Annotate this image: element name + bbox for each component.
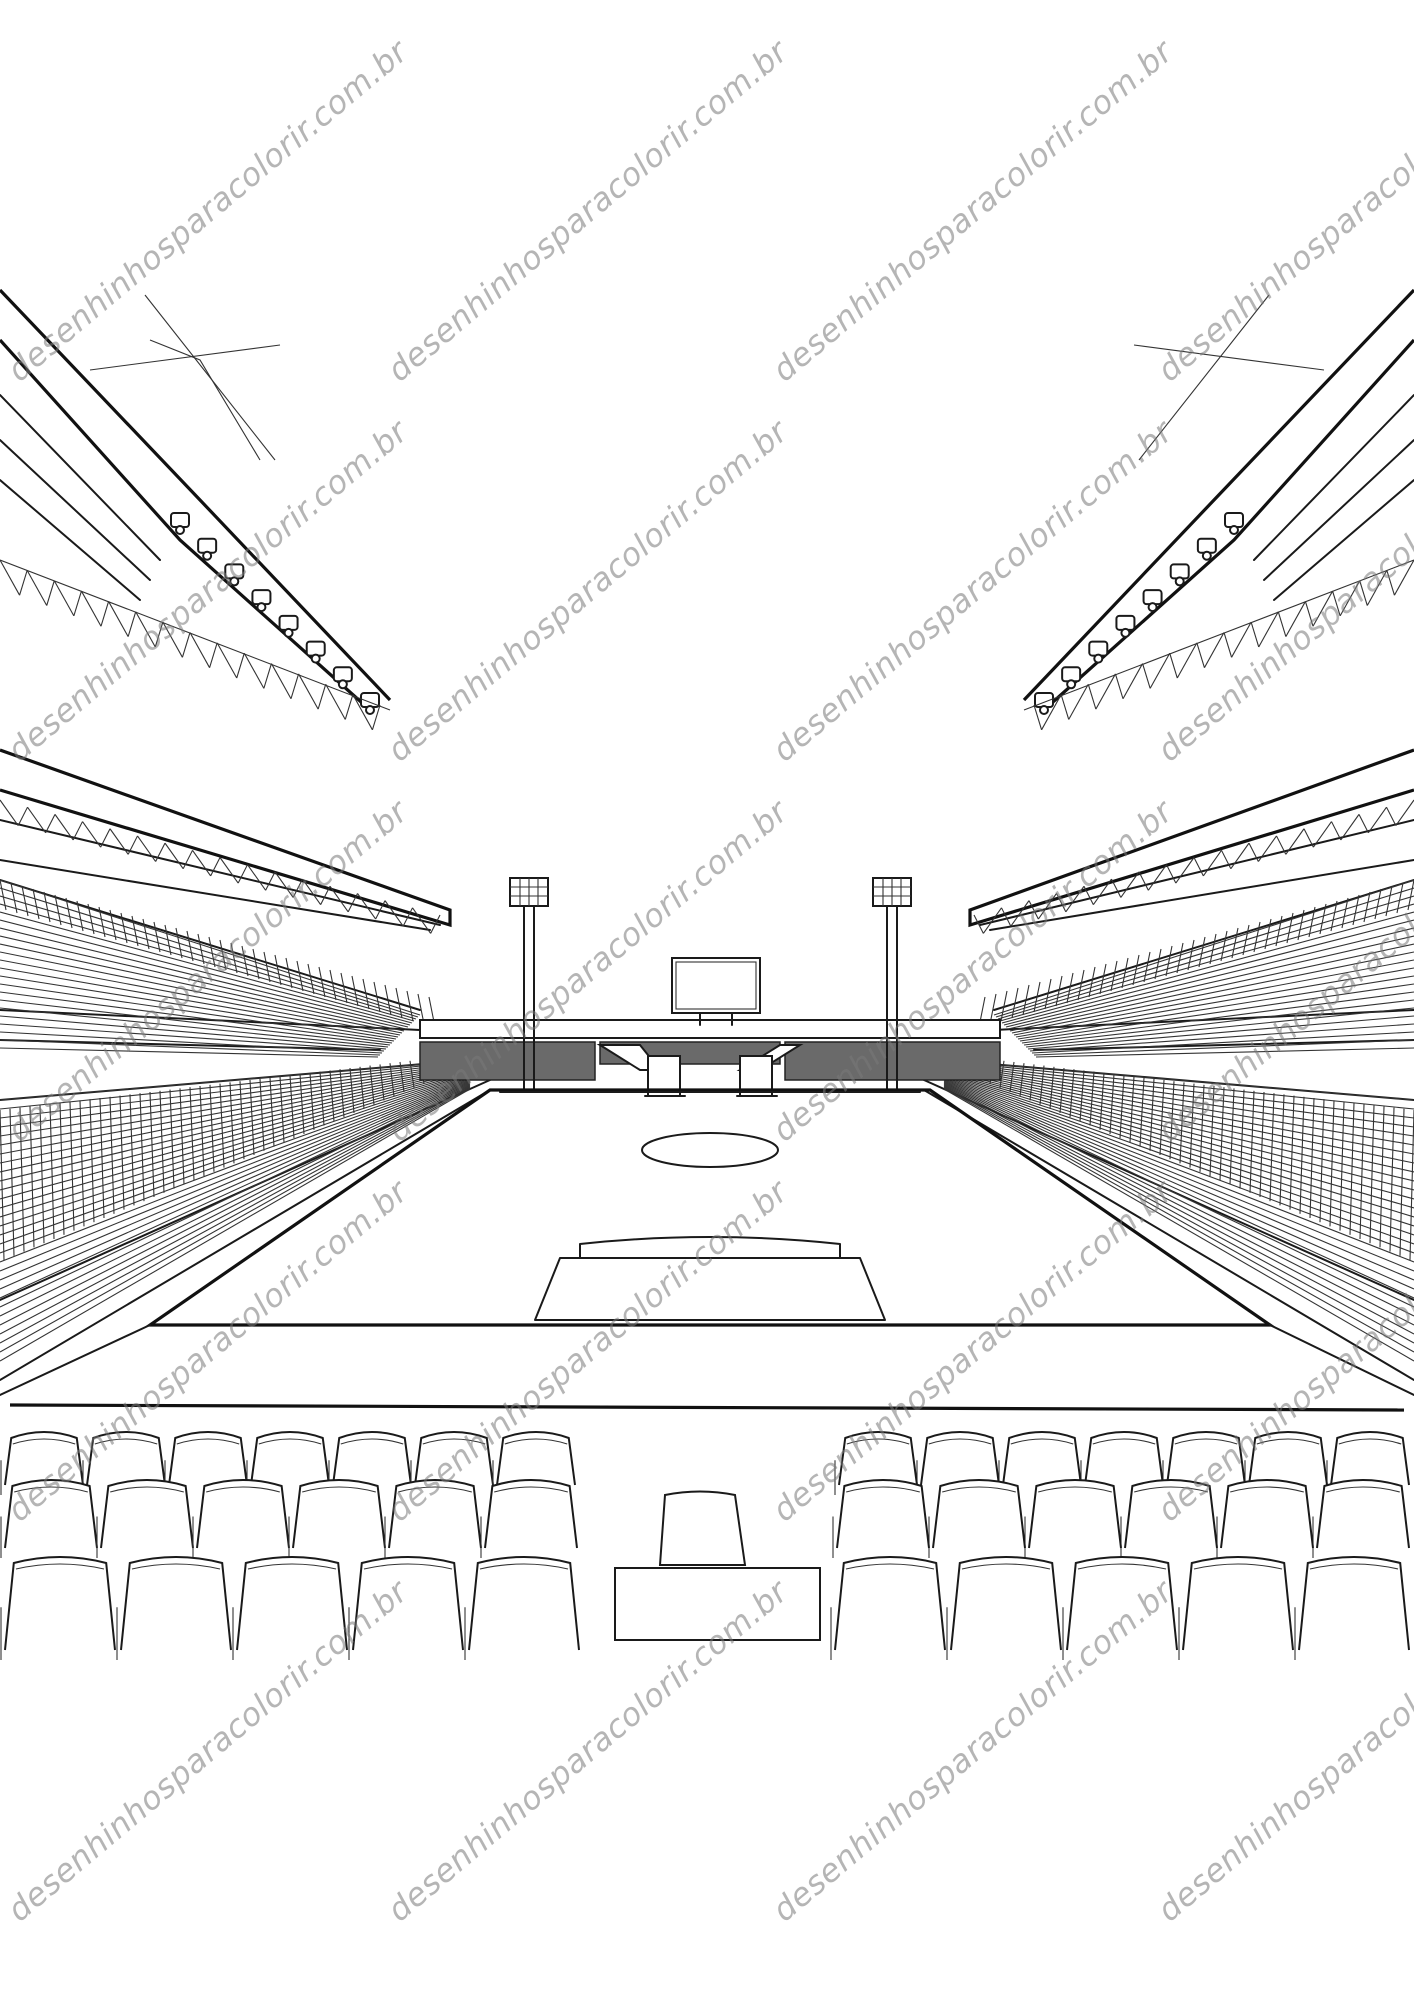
seat [0,1479,98,1558]
seat [192,1479,290,1558]
scoreboard [671,957,761,1026]
seat [1024,1479,1122,1558]
seat [928,1479,1026,1558]
seat [410,1431,494,1495]
floodlight-right [872,877,912,1091]
left-roof [0,288,452,934]
center-aisle [614,1490,821,1641]
far-end-stand [419,1019,1001,1097]
seat [1294,1556,1410,1660]
seat [998,1431,1082,1495]
seat [0,1431,84,1495]
seat [830,1556,946,1660]
right-roof [968,288,1414,934]
left-stands [0,879,491,1381]
seat [116,1556,232,1660]
seat [492,1431,576,1495]
seat [1326,1431,1410,1495]
seat [1062,1556,1178,1660]
seat [328,1431,412,1495]
seat [1120,1479,1218,1558]
seat [834,1431,918,1495]
seat [480,1479,578,1558]
seat [464,1556,580,1660]
foreground-seats [0,1431,1410,1660]
seat [0,1556,116,1660]
seat [1216,1479,1314,1558]
seat [164,1431,248,1495]
seat [348,1556,464,1660]
seat [946,1556,1062,1660]
seat [96,1479,194,1558]
seat [384,1479,482,1558]
seat [1312,1479,1410,1558]
seat [1162,1431,1246,1495]
seat [82,1431,166,1495]
seat [232,1556,348,1660]
pitch [0,1088,1414,1412]
seat [288,1479,386,1558]
right-stands [923,879,1414,1381]
seat [1178,1556,1294,1660]
floodlight-left [509,877,549,1091]
seat [832,1479,930,1558]
seat [246,1431,330,1495]
